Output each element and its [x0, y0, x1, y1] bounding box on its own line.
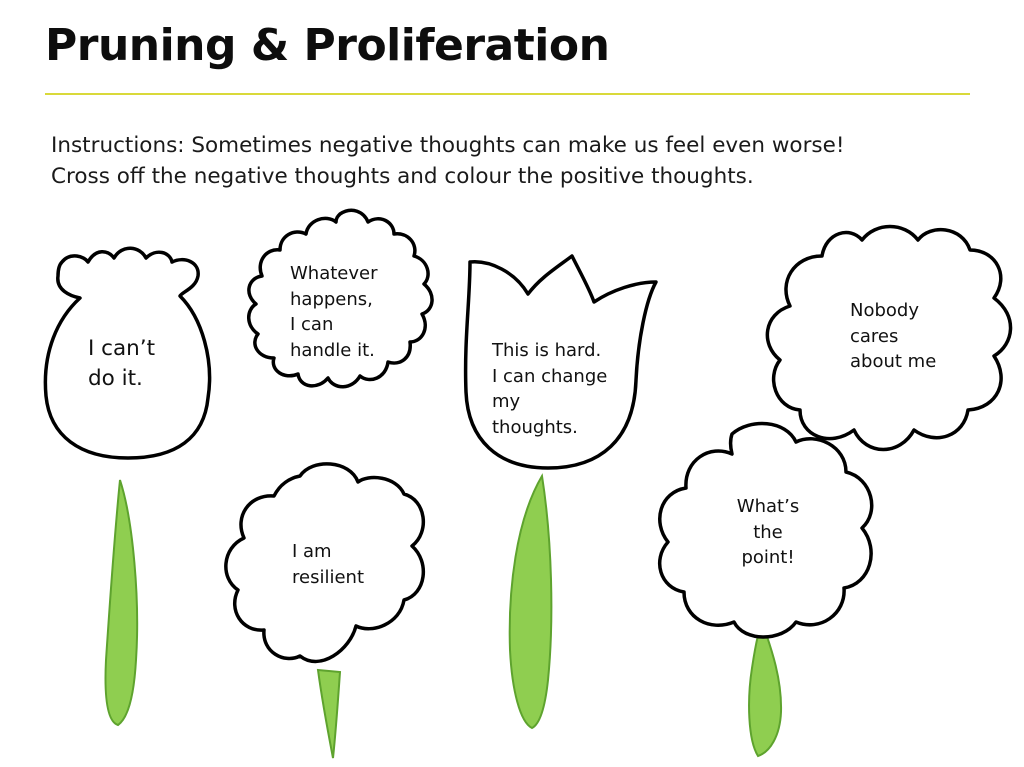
flower-text-line: thoughts.	[492, 416, 578, 438]
stems	[104, 473, 783, 759]
stem-1	[104, 479, 139, 727]
tulip-flower-icon	[463, 254, 658, 470]
flower-text-line: This is hard.	[492, 340, 602, 361]
flower-text-line: Whatever	[290, 263, 378, 284]
flower-text-line: I can	[290, 314, 334, 335]
title-divider	[45, 93, 970, 95]
flower-text-line: about me	[850, 351, 937, 372]
flower-text-line: my	[492, 391, 521, 412]
bulb-flower-icon	[43, 246, 212, 460]
stem-3	[508, 473, 553, 730]
flower-text-line: I am	[292, 541, 332, 562]
stem-2	[316, 668, 342, 759]
six-petal-flower-icon	[224, 462, 426, 664]
flower-text-line: What’s	[736, 496, 800, 517]
scalloped-flower-icon	[247, 208, 434, 389]
page-title: Pruning & Proliferation	[45, 20, 610, 71]
flower-text-line: do it.	[88, 366, 143, 391]
flower-this-is-hard-text: This is hard. I can change my thoughts.	[492, 338, 607, 440]
instructions-line-1: Instructions: Sometimes negative thought…	[51, 133, 845, 158]
flower-text-line: the	[753, 521, 783, 543]
flower-text-line: I can’t	[88, 336, 156, 361]
flower-text-line: point!	[741, 547, 795, 568]
flower-whatever-happens-text: Whatever happens, I can handle it.	[290, 261, 378, 363]
flower-i-cant-do-it-text: I can’t do it.	[88, 334, 155, 394]
flower-text-line: cares	[850, 325, 899, 347]
flower-text-line: I can change	[492, 365, 608, 387]
instructions-line-2: Cross off the negative thoughts and colo…	[51, 164, 754, 189]
flower-text-line: happens,	[290, 288, 373, 310]
flower-text-line: resilient	[292, 566, 364, 588]
flower-nobody-cares-text: Nobody cares about me	[850, 298, 936, 375]
seven-petal-flower-icon	[657, 421, 874, 639]
flower-text-line: Nobody	[850, 300, 919, 321]
flower-whats-the-point-text: What’s the point!	[728, 494, 808, 571]
eight-petal-flower-icon	[765, 224, 1013, 452]
flower-text-line: handle it.	[290, 339, 375, 361]
instructions-text: Instructions: Sometimes negative thought…	[51, 130, 991, 192]
stem-4	[748, 619, 783, 758]
flower-i-am-resilient-text: I am resilient	[292, 539, 364, 590]
